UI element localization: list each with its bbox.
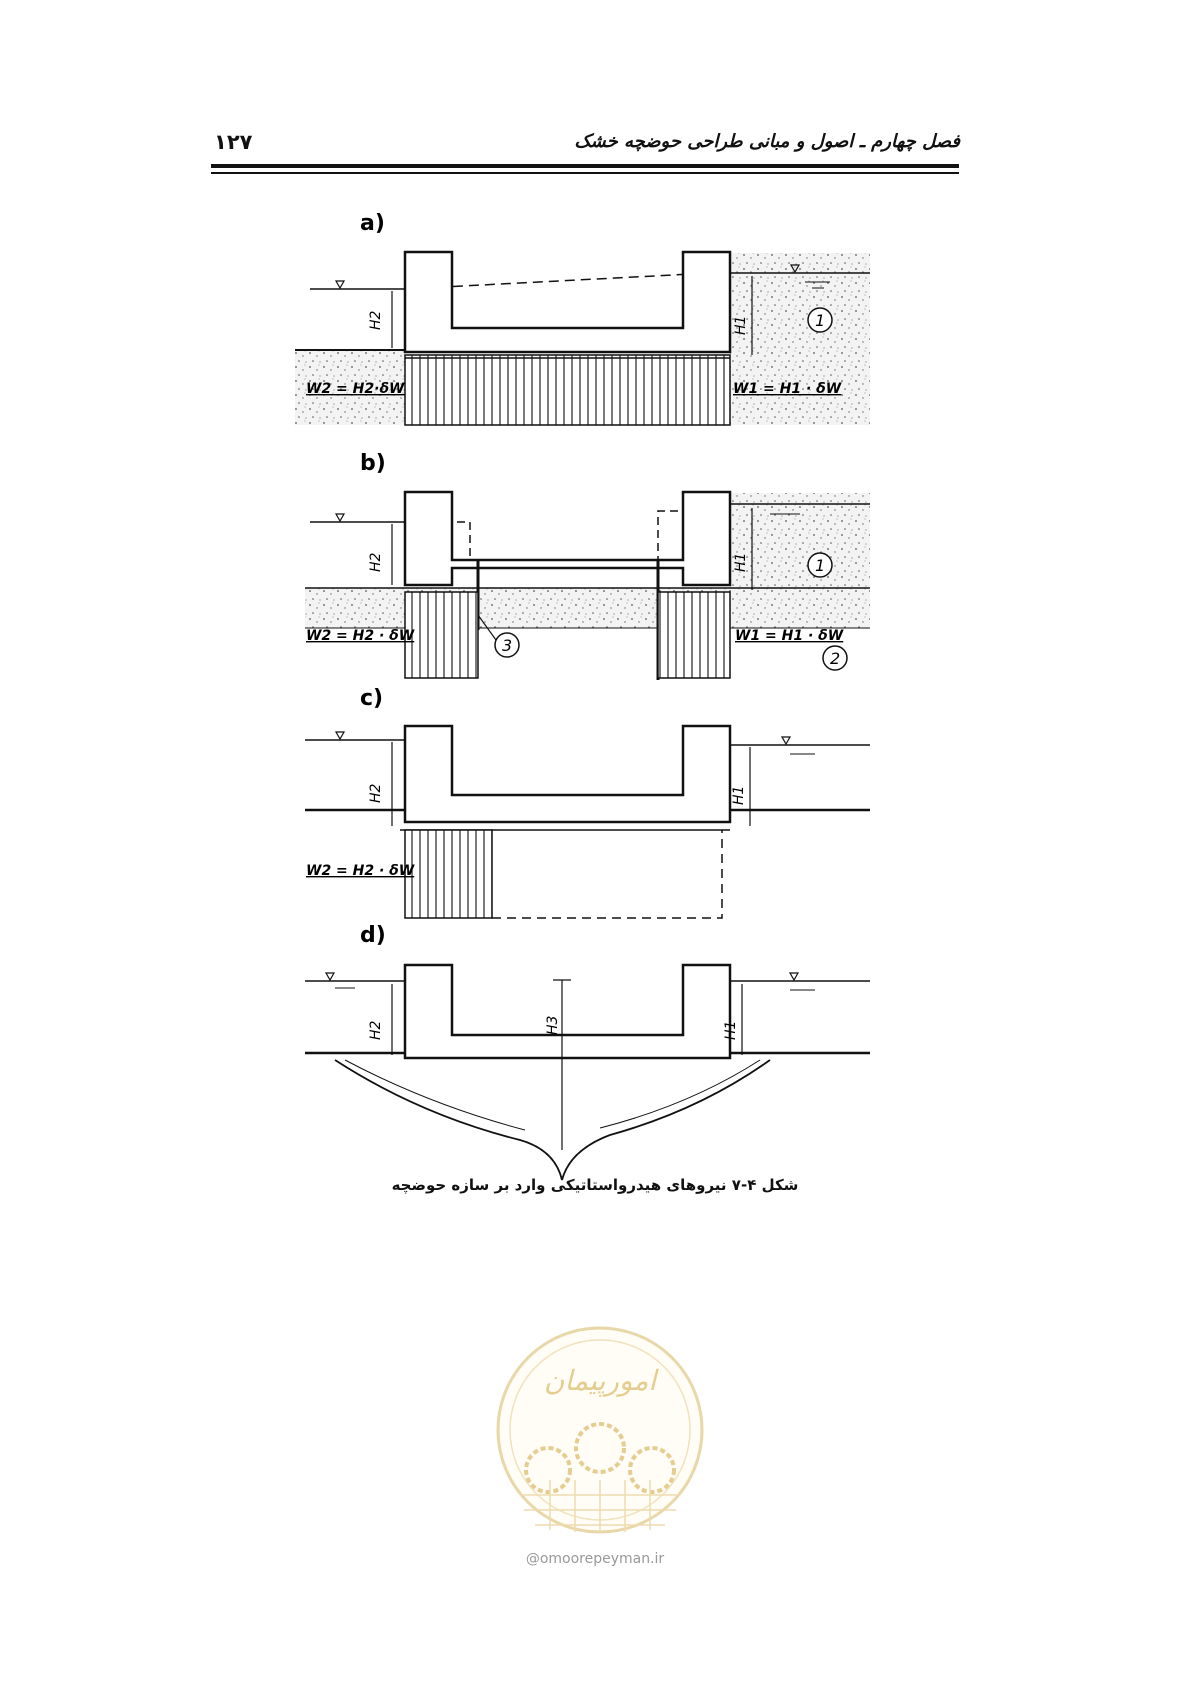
panel-d-failure-surface [334,1059,771,1181]
panel-a-soil-right [730,253,870,425]
panel-b-circle-3: 3 [502,636,512,655]
panel-c-uplift-diagram [404,829,493,919]
panel-c-h1: H1 [731,786,747,805]
panel-b-h1: H1 [733,553,749,572]
chapter-title: فصل چهارم ـ اصول و مبانی طراحی حوضچه خشک [574,131,960,152]
panel-a: a) H2 H1 W2 = H2·δW W1 = H1 · δW 1 [295,211,870,426]
panel-b: b) H2 H1 W2 = H2 · δW W1 = H1 · δW 1 [305,451,870,680]
panel-d-h1: H1 [723,1021,739,1040]
watermark-logo: امورپیمان [496,1326,704,1534]
header-rule-thin [211,172,959,174]
panel-b-circle-1: 1 [815,556,825,575]
panel-c-w2: W2 = H2 · δW [306,863,415,879]
watermark-url: @omoorepeyman.ir [525,1551,665,1567]
panel-d-h2: H2 [368,1020,384,1040]
panel-b-circle-2: 2 [830,649,840,668]
panel-b-w1: W1 = H1 · δW [735,628,844,644]
panel-c: c) H2 H1 W2 = H2 · δW [305,686,870,919]
figure-caption: شکل ۴-۷ نیروهای هیدرواستاتیکی وارد بر سا… [391,1176,799,1194]
panel-a-uplift-diagram [404,354,731,426]
panel-c-label: c) [360,686,383,711]
panel-b-w2: W2 = H2 · δW [306,628,415,644]
panel-d-label: d) [360,923,386,948]
panel-a-w1: W1 = H1 · δW [733,381,842,397]
panel-d-dock [403,963,732,1060]
header-rule-thick [211,164,959,168]
panel-b-soil-band [305,588,870,628]
panel-b-uplift-right [657,591,731,679]
panel-a-dock [403,250,732,354]
panel-a-label: a) [360,211,385,236]
panel-a-soil-left [295,350,405,425]
watermark-logo-text: امورپیمان [544,1364,660,1397]
panel-c-dock [403,724,732,824]
panel-a-circle-1: 1 [815,311,825,330]
panel-c-h2: H2 [368,783,384,803]
panel-b-h2: H2 [368,552,384,572]
panel-a-h2: H2 [368,310,384,330]
panel-a-h1: H1 [733,316,749,335]
panel-b-uplift-left [404,591,479,679]
panel-b-label: b) [360,451,386,476]
panel-b-dock [403,490,732,587]
page-number: ۱۲۷ [214,130,253,154]
panel-a-w2: W2 = H2·δW [306,381,405,397]
panel-d: d) H3 H2 H1 [305,923,870,1181]
panel-d-h3: H3 [545,1016,561,1035]
